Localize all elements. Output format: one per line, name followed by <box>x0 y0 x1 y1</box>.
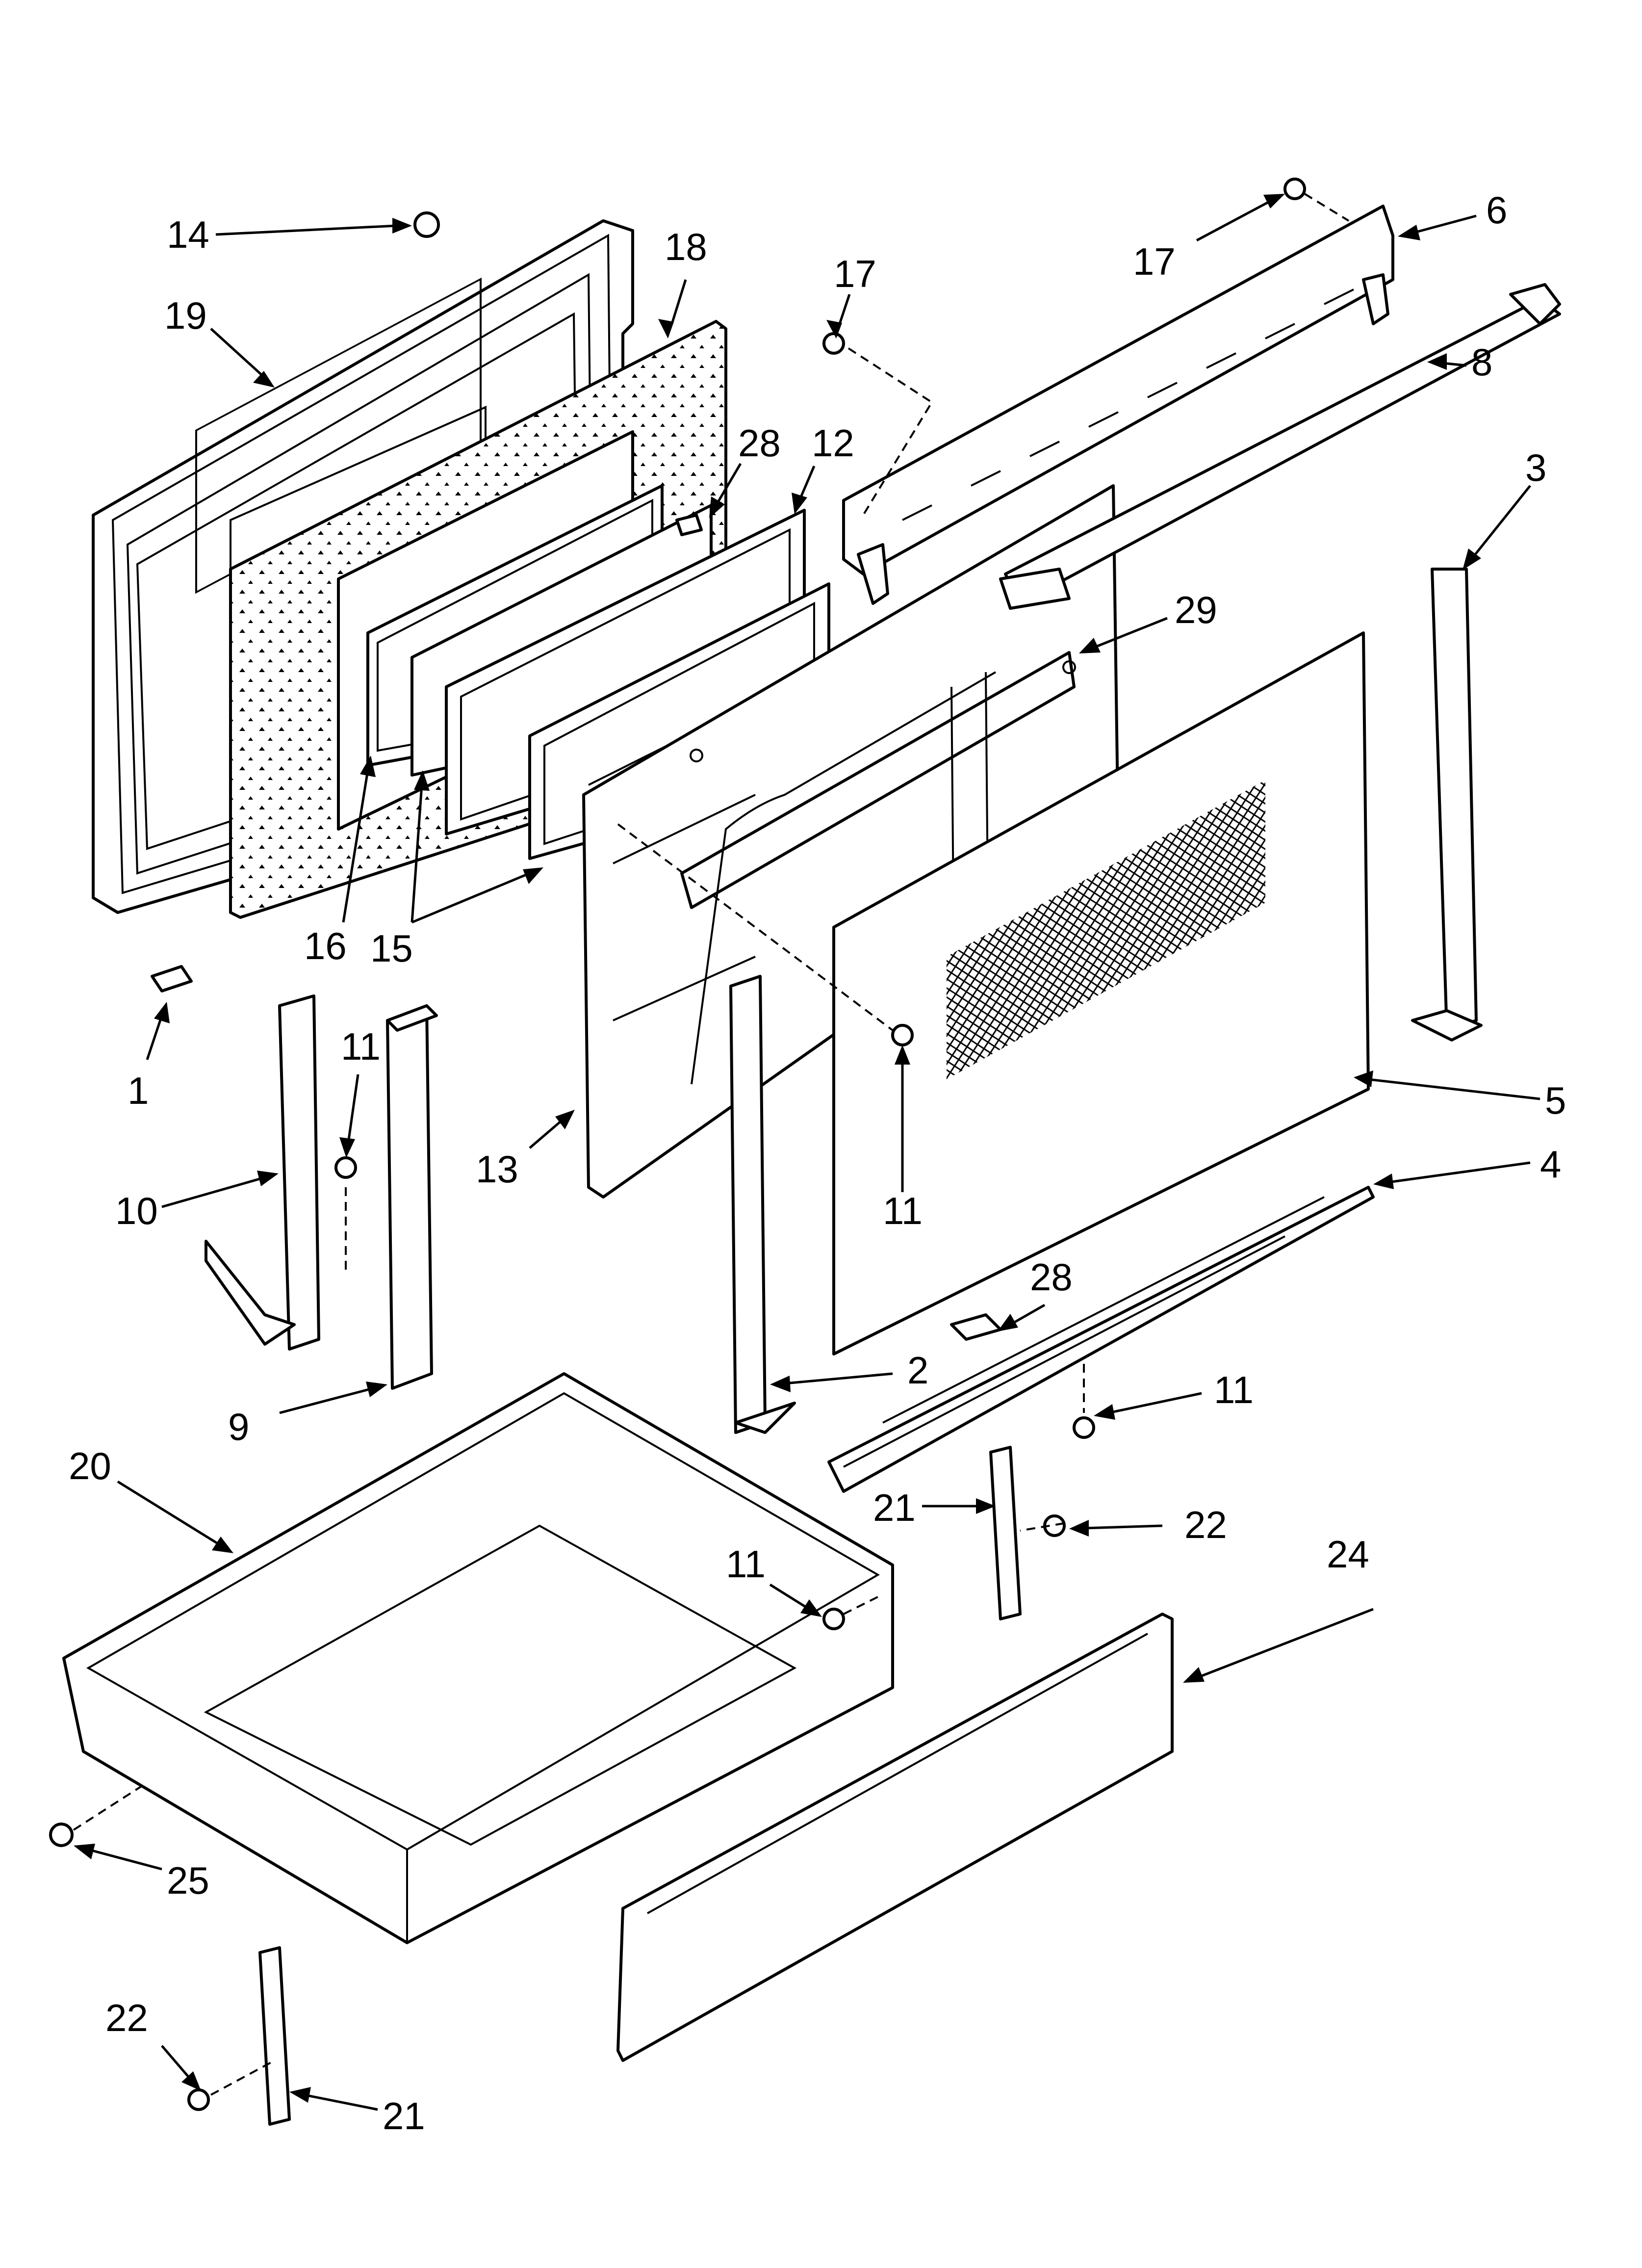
control-panel-trim <box>842 205 1394 605</box>
label-10: 10 <box>115 1189 158 1232</box>
drawer-front-panel <box>616 1613 1174 2062</box>
screw-17b <box>1283 178 1306 200</box>
label-14: 14 <box>167 213 209 256</box>
label-21-upper: 21 <box>873 1486 916 1529</box>
label-12: 12 <box>812 421 854 465</box>
assembly-guide-lines <box>73 193 1350 2096</box>
label-8: 8 <box>1471 340 1492 384</box>
screw-17a <box>822 332 845 355</box>
label-18: 18 <box>665 225 707 268</box>
label-28-top: 28 <box>738 421 781 465</box>
label-11-mid: 11 <box>883 1189 923 1232</box>
screw-14 <box>413 211 440 238</box>
callout-labels: 14 19 18 17 17 6 8 3 28 12 29 16 15 1 11… <box>69 188 1566 2138</box>
right-side-trim <box>1411 568 1483 1042</box>
screw-11a <box>334 1156 357 1179</box>
label-25: 25 <box>167 1859 209 1902</box>
door-bottom-trim <box>827 1186 1375 1493</box>
screw-25 <box>49 1823 74 1847</box>
label-22-lower: 22 <box>105 1996 148 2039</box>
label-16: 16 <box>304 924 347 967</box>
door-handle <box>999 283 1561 610</box>
label-1: 1 <box>128 1069 149 1112</box>
label-6: 6 <box>1486 188 1507 232</box>
label-11-drawer: 11 <box>726 1542 766 1586</box>
label-22-upper: 22 <box>1184 1503 1227 1546</box>
screw-22b <box>187 2088 210 2111</box>
left-door-bracket <box>205 994 320 1351</box>
label-17-left: 17 <box>834 252 876 295</box>
small-clip <box>151 965 193 992</box>
leader-lines <box>74 194 1540 2111</box>
label-11-left: 11 <box>341 1025 381 1068</box>
door-side-trim <box>729 975 796 1434</box>
label-29: 29 <box>1175 588 1217 631</box>
storage-drawer <box>62 1372 894 1944</box>
label-3: 3 <box>1525 446 1546 489</box>
label-24: 24 <box>1327 1533 1369 1576</box>
label-15: 15 <box>370 927 413 970</box>
spacer-block <box>386 1004 438 1390</box>
label-21-lower: 21 <box>383 2094 425 2138</box>
drawer-slide-bracket-upper <box>989 1446 1022 1620</box>
screw-11b <box>891 1024 914 1046</box>
label-13: 13 <box>476 1147 518 1191</box>
outer-door-panel <box>832 631 1370 1356</box>
label-9: 9 <box>228 1405 249 1448</box>
label-2: 2 <box>907 1349 928 1392</box>
screw-11c <box>1073 1416 1095 1439</box>
drawer-slide-bracket-lower <box>258 1946 291 2126</box>
label-20: 20 <box>69 1444 111 1487</box>
door-clip <box>675 514 1002 1341</box>
label-28-bottom: 28 <box>1030 1255 1073 1299</box>
label-4: 4 <box>1540 1143 1561 1186</box>
label-5: 5 <box>1545 1079 1566 1122</box>
screw-11d <box>822 1608 845 1630</box>
label-11-right: 11 <box>1214 1368 1254 1411</box>
label-19: 19 <box>164 294 207 337</box>
label-17-right: 17 <box>1133 240 1176 283</box>
